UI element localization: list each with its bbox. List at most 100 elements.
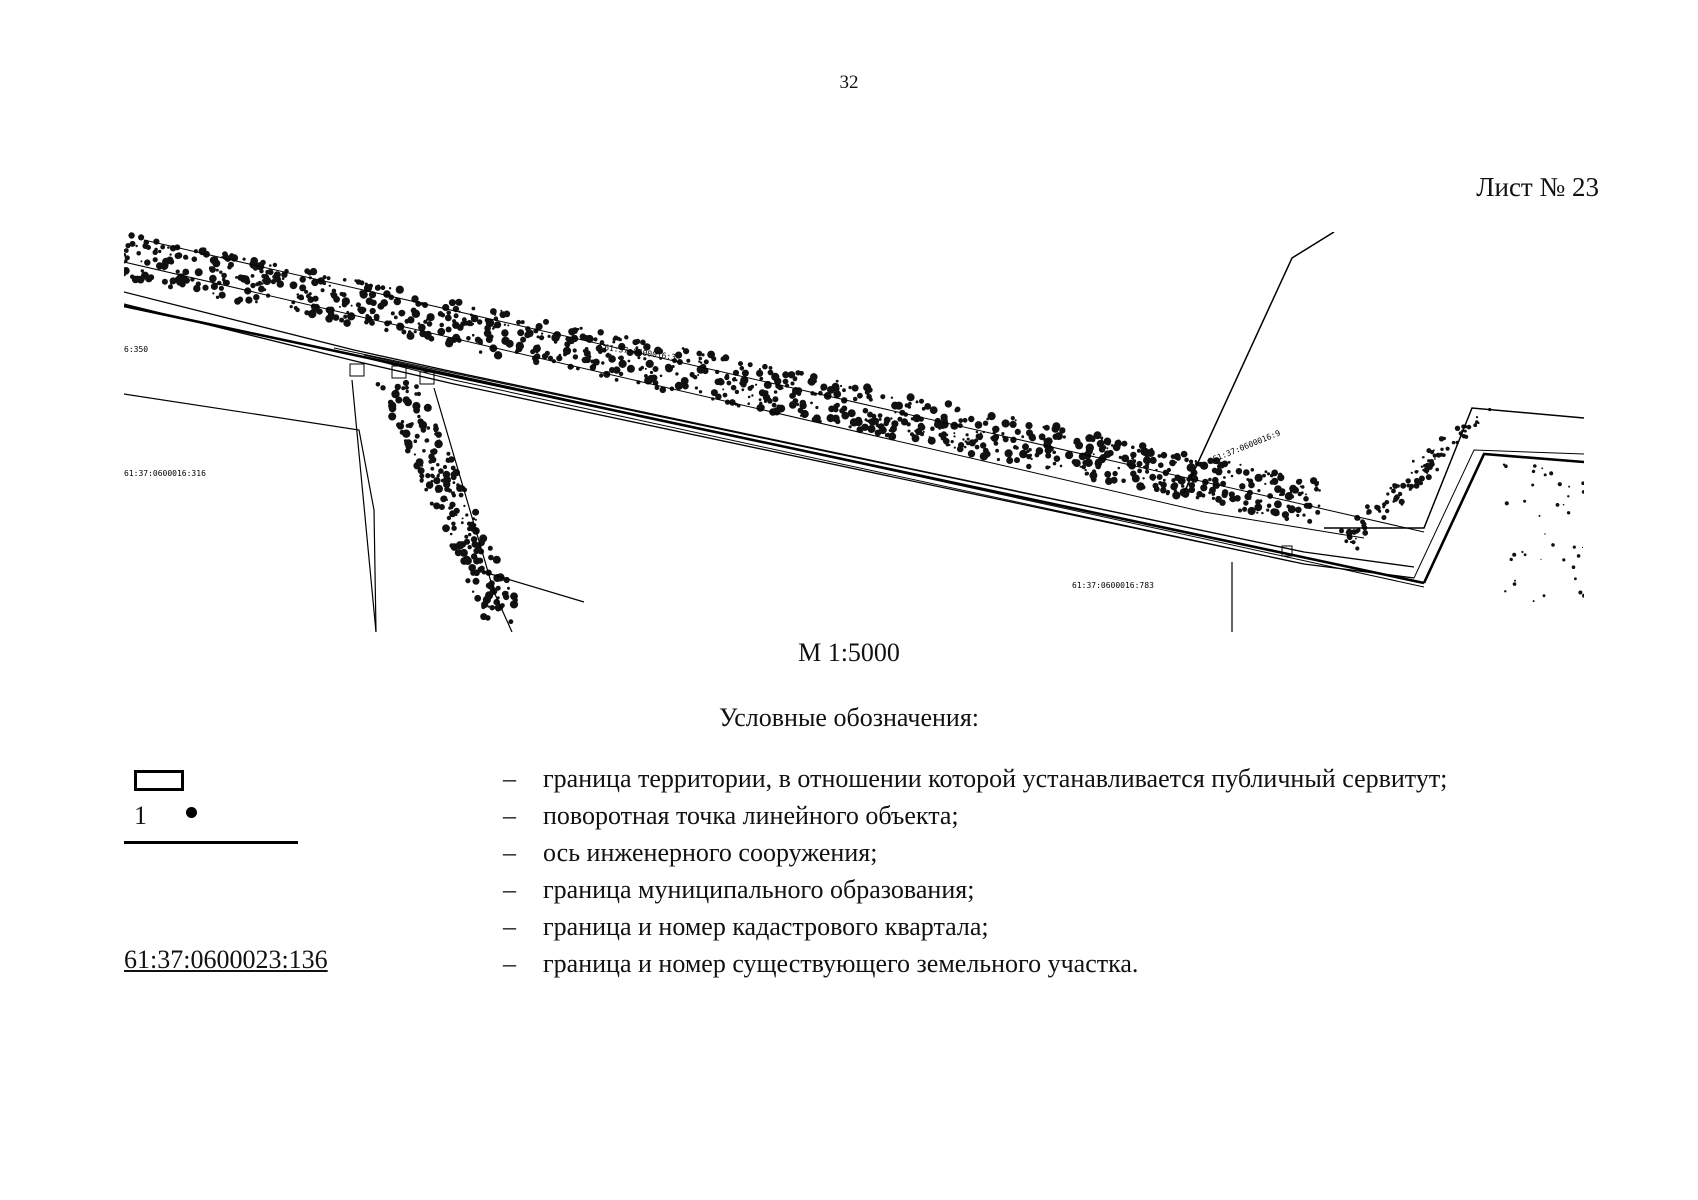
vegetation-blob <box>1150 447 1153 451</box>
vegetation-blob <box>601 347 607 353</box>
vegetation-blob <box>440 495 447 503</box>
vegetation-blob <box>768 397 772 401</box>
vegetation-blob <box>827 386 835 394</box>
vegetation-blob <box>411 295 419 303</box>
vegetation-blob <box>664 363 672 371</box>
vegetation-blob <box>598 349 603 354</box>
vegetation-blob <box>1052 461 1057 466</box>
vegetation-blob <box>1355 546 1360 551</box>
vegetation-blob <box>635 346 639 350</box>
vegetation-blob <box>1566 511 1571 515</box>
servitude-boundary-symbol <box>134 770 184 791</box>
vegetation-blob <box>792 376 798 382</box>
vegetation-blob <box>566 343 570 348</box>
vegetation-blob <box>1211 496 1215 500</box>
vegetation-blob <box>450 474 457 481</box>
vegetation-blob <box>1048 465 1051 469</box>
vegetation-blob <box>1053 455 1061 462</box>
vegetation-blob <box>423 319 428 324</box>
vegetation-blob <box>974 421 983 429</box>
vegetation-blob <box>1351 540 1356 545</box>
legend-item: –граница и номер кадастрового квартала; <box>503 912 989 941</box>
vegetation-blob <box>462 555 471 564</box>
vegetation-blob <box>547 334 551 338</box>
vegetation-blob <box>866 393 872 400</box>
vegetation-blob <box>434 439 443 449</box>
vegetation-blob <box>1581 546 1584 549</box>
vegetation-blob <box>878 417 882 421</box>
vegetation-blob <box>182 268 190 276</box>
vegetation-blob <box>883 416 891 424</box>
vegetation-blob <box>699 361 703 364</box>
right-hook-axis <box>1422 452 1584 584</box>
vegetation-blob <box>138 234 145 241</box>
vegetation-blob <box>649 370 654 375</box>
vegetation-blob <box>992 425 1000 433</box>
legend-title: Условные обозначения: <box>718 703 980 732</box>
vegetation-blob <box>524 331 531 339</box>
vegetation-blob <box>537 344 540 347</box>
vegetation-blob <box>516 319 522 325</box>
vegetation-blob <box>214 257 219 261</box>
vegetation-blob <box>1001 419 1010 428</box>
vegetation-blob <box>534 353 541 360</box>
vegetation-blob <box>1261 511 1264 515</box>
vegetation-blob <box>148 278 152 282</box>
vegetation-blob <box>492 327 495 330</box>
vegetation-blob <box>741 369 749 377</box>
vegetation-blob <box>1418 475 1425 482</box>
vegetation-blob <box>343 316 346 319</box>
vegetation-blob <box>1105 477 1113 485</box>
vegetation-blob <box>417 322 421 325</box>
vegetation-blob <box>1572 545 1576 549</box>
vegetation-blob <box>1287 505 1296 514</box>
vegetation-blob <box>455 541 465 550</box>
vegetation-blob <box>833 390 842 398</box>
vegetation-blob <box>330 292 338 299</box>
vegetation-blob <box>364 319 369 325</box>
vegetation-blob <box>433 477 441 485</box>
vegetation-blob <box>507 586 510 590</box>
vegetation-blob <box>1073 437 1081 445</box>
vegetation-blob <box>1422 456 1425 459</box>
vegetation-blob <box>144 259 151 266</box>
vegetation-blob <box>328 284 331 287</box>
vegetation-blob <box>1021 435 1025 439</box>
vegetation-blob <box>1531 483 1535 487</box>
vegetation-blob <box>1136 448 1141 453</box>
left-parcel-line <box>124 393 377 632</box>
vegetation-blob <box>354 279 358 283</box>
vegetation-blob <box>599 373 604 378</box>
vegetation-blob <box>433 423 438 429</box>
vegetation-blob <box>1200 484 1208 492</box>
vegetation-blob <box>430 466 435 471</box>
vegetation-blob <box>1014 419 1017 422</box>
vegetation-blob <box>738 361 743 367</box>
vegetation-blob <box>968 439 976 447</box>
vegetation-blob <box>1188 486 1196 494</box>
vegetation-blob <box>618 359 627 368</box>
vegetation-blob <box>1131 457 1134 460</box>
vegetation-blob <box>1184 457 1189 463</box>
vegetation-blob <box>547 355 554 361</box>
vegetation-blob <box>1221 491 1228 499</box>
vegetation-blob <box>534 348 540 354</box>
vegetation-blob <box>1117 466 1121 470</box>
vegetation-blob <box>1243 469 1250 476</box>
vegetation-blob <box>342 278 347 282</box>
upper-parcel-line <box>124 261 1365 539</box>
vegetation-blob <box>966 437 970 441</box>
vegetation-blob <box>644 374 648 378</box>
vegetation-blob <box>1014 428 1021 435</box>
vegetation-blob <box>212 292 215 295</box>
vegetation-blob <box>298 294 304 301</box>
vegetation-blob <box>453 313 459 319</box>
vegetation-blob <box>485 336 493 343</box>
vegetation-blob <box>215 268 219 272</box>
vegetation-blob <box>543 318 549 325</box>
vegetation-blob <box>772 396 779 403</box>
vegetation-blob <box>1396 495 1399 499</box>
vegetation-blob <box>906 393 915 402</box>
vegetation-blob <box>416 391 421 397</box>
vegetation-blob <box>1059 427 1066 434</box>
